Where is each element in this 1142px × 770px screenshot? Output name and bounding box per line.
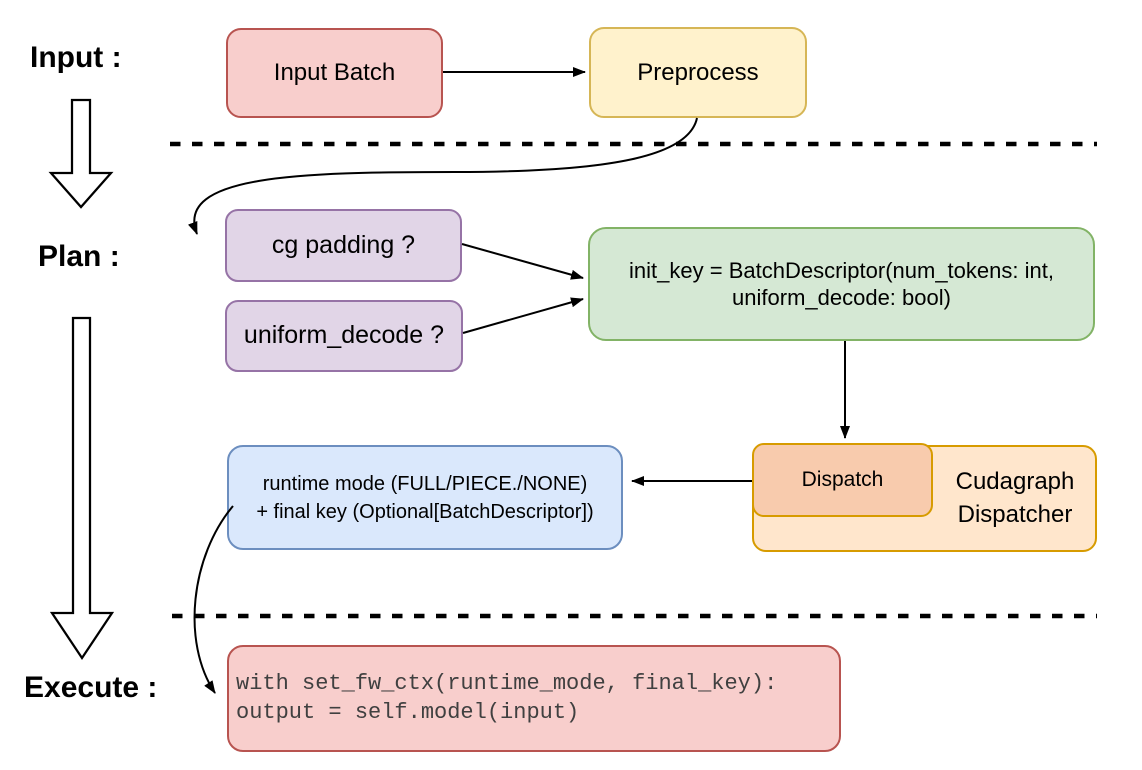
input-flow-arrow-icon [48,98,114,209]
node-cg-padding: cg padding ? [225,209,462,282]
node-cudagraph-dispatcher-line1: Cudagraph [955,468,1075,496]
node-uniform-decode: uniform_decode ? [225,300,463,372]
plan-flow-arrow-icon [49,316,115,661]
node-preprocess-label: Preprocess [637,58,759,86]
node-cudagraph-dispatcher-line2: Dispatcher [957,500,1073,528]
node-init-key: init_key = BatchDescriptor(num_tokens: i… [588,227,1095,341]
edge-cg-padding-to-init-key [461,243,584,280]
node-cudagraph-dispatcher-label: Cudagraph Dispatcher [935,447,1095,550]
node-dispatch-label: Dispatch [801,467,884,491]
node-input-batch-label: Input Batch [273,59,396,86]
node-uniform-decode-label: uniform_decode ? [243,321,445,350]
node-init-key-line2: uniform_decode: bool) [732,285,951,310]
node-preprocess: Preprocess [589,27,807,118]
node-dispatch: Dispatch [752,443,933,517]
node-execute-code: with set_fw_ctx(runtime_mode, final_key)… [227,645,841,752]
node-input-batch: Input Batch [226,28,443,118]
execute-code-line1: with set_fw_ctx(runtime_mode, final_key)… [236,670,778,696]
edge-uniform-decode-to-init-key [462,297,584,334]
node-runtime-mode-line2: + final key (Optional[BatchDescriptor]) [256,500,594,523]
stage-label-execute: Execute : [24,671,158,704]
node-cg-padding-label: cg padding ? [271,230,416,259]
stage-label-input: Input : [30,41,122,74]
execute-code-line2: output = self.model(input) [236,699,580,725]
node-runtime-mode: runtime mode (FULL/PIECE./NONE) + final … [227,445,623,550]
node-init-key-line1: init_key = BatchDescriptor(num_tokens: i… [629,257,1054,283]
node-runtime-mode-line1: runtime mode (FULL/PIECE./NONE) [262,472,588,495]
stage-label-plan: Plan : [38,240,120,273]
